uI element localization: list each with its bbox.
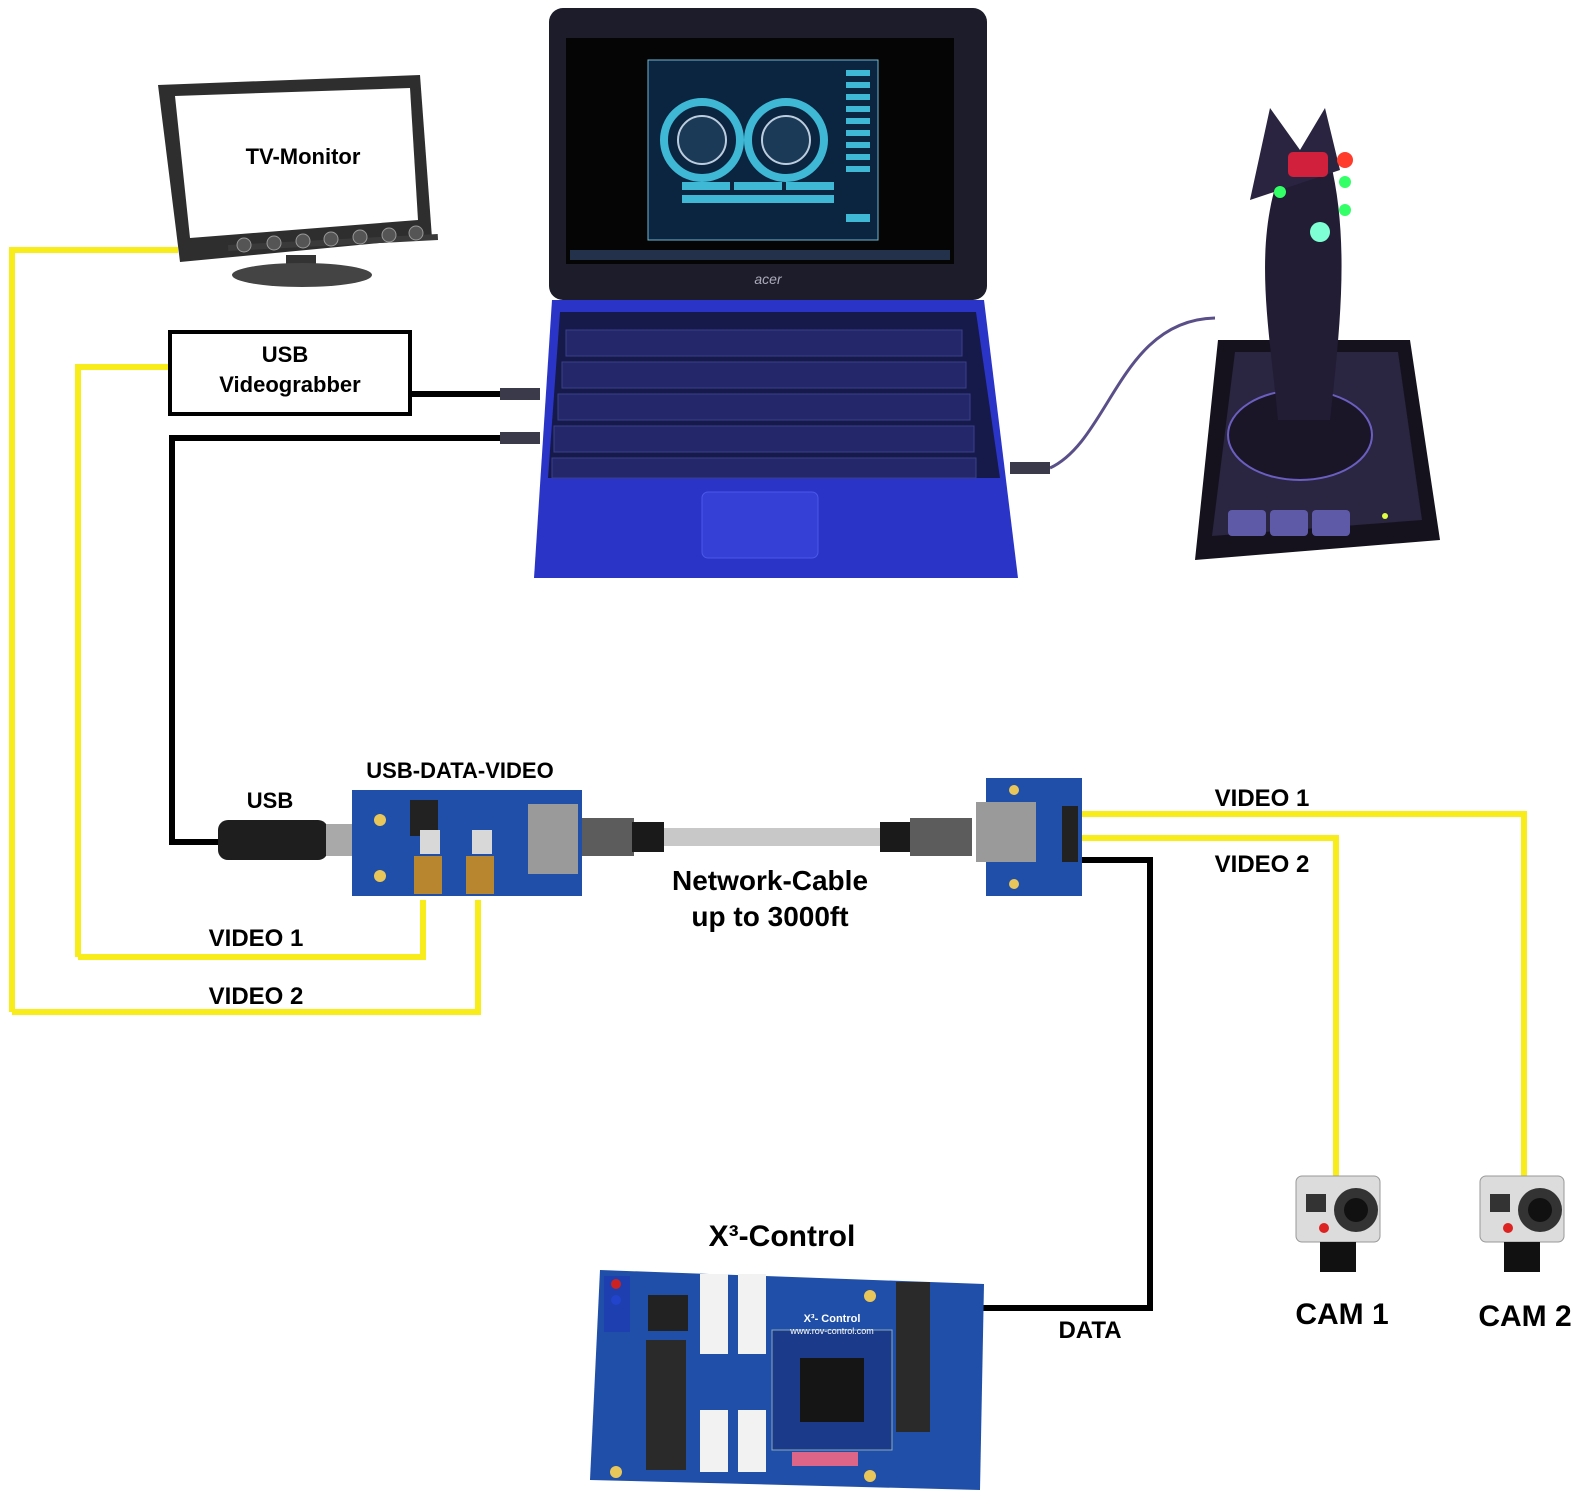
laptop-brand: acer	[754, 271, 783, 287]
usb-videograbber-box	[168, 330, 412, 416]
rj45-plug-left	[582, 818, 664, 856]
remote-adapter-board	[976, 778, 1082, 896]
video2-left-label: VIDEO 2	[209, 983, 304, 1010]
usb-label: USB	[247, 788, 293, 813]
video2-right-label: VIDEO 2	[1215, 851, 1310, 878]
camera-1	[1295, 1175, 1381, 1272]
usb-data-video-board	[352, 790, 582, 896]
network-cable-label-line2: up to 3000ft	[691, 901, 848, 932]
usb-videograbber-label-line1: USB	[262, 342, 308, 367]
data-cable	[960, 857, 1153, 1311]
usb-data-video-label: USB-DATA-VIDEO	[366, 758, 553, 783]
video-cable-grabber	[75, 364, 426, 960]
video-cable-cam1	[1080, 835, 1339, 1178]
data-label: DATA	[1058, 1317, 1121, 1344]
x3-board-brand: X³- Control	[804, 1313, 861, 1325]
cam2-label: CAM 2	[1478, 1300, 1571, 1333]
x3-control-label: X³-Control	[709, 1220, 856, 1253]
x3-board-url: www.rov-control.com	[789, 1326, 874, 1336]
usb-cable-laptop	[169, 391, 500, 845]
tv-monitor-label: TV-Monitor	[246, 144, 361, 169]
x3-control-board: X³- Control www.rov-control.com	[590, 1270, 984, 1490]
tv-monitor	[158, 75, 439, 287]
video-cable-cam2	[1080, 811, 1527, 1178]
network-cable-label-line1: Network-Cable	[672, 865, 868, 896]
rj45-plug-right	[880, 818, 972, 856]
video1-right-label: VIDEO 1	[1215, 785, 1310, 812]
network-cable	[660, 828, 885, 846]
video-cable-tv	[9, 247, 481, 1015]
camera-2	[1479, 1175, 1565, 1272]
joystick-usb-cable	[1049, 316, 1216, 470]
cam1-label: CAM 1	[1295, 1298, 1388, 1331]
laptop: acer	[500, 8, 1050, 578]
video1-left-label: VIDEO 1	[209, 925, 304, 952]
joystick	[1195, 108, 1440, 560]
usb-videograbber-label-line2: Videograbber	[219, 372, 361, 397]
